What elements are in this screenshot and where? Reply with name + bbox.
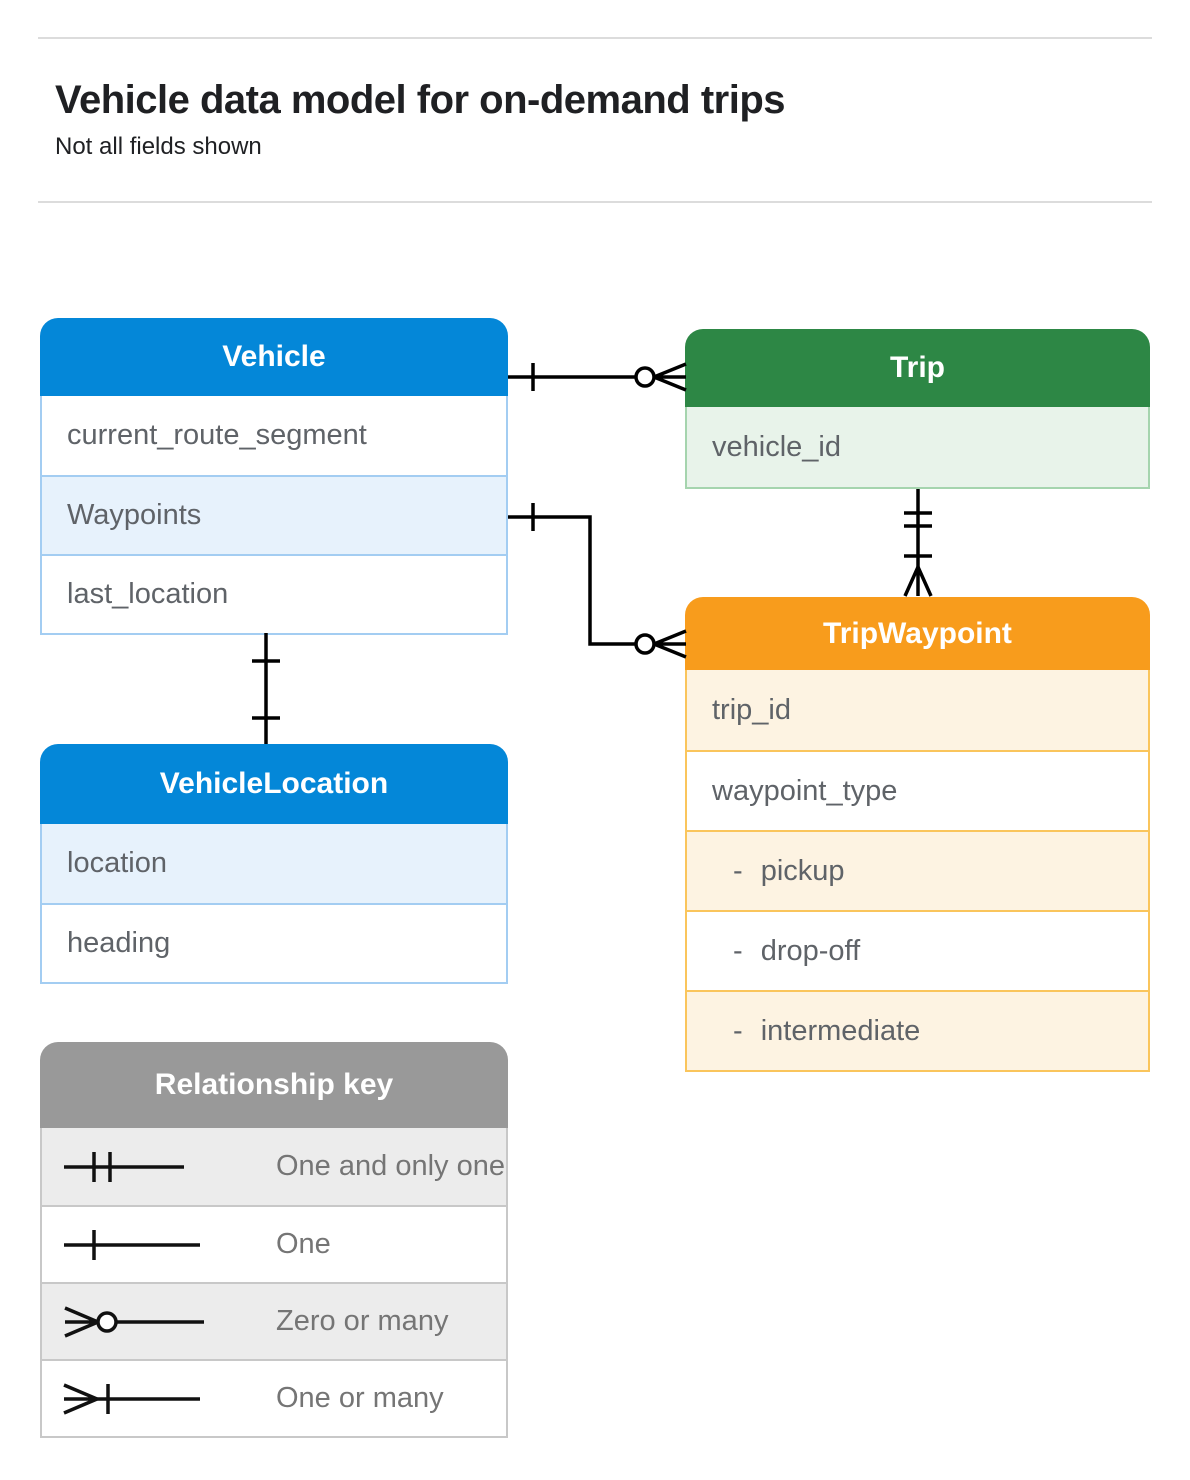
legend-row-one-or-many: One or many <box>42 1359 506 1436</box>
legend-label: Zero or many <box>276 1305 449 1337</box>
legend-label: One and only one <box>276 1150 505 1182</box>
relationship-key-body: One and only one One Zero or many <box>40 1128 508 1438</box>
trip-table-title: Trip <box>685 329 1150 407</box>
field-row-drop-off: - drop-off <box>687 910 1148 990</box>
trip-table-body: vehicle_id <box>685 407 1150 489</box>
field-row-waypoint-type: waypoint_type <box>687 750 1148 830</box>
connector-waypoints-tripwaypoint <box>508 503 687 659</box>
field-row-intermediate: - intermediate <box>687 990 1148 1070</box>
page-subtitle: Not all fields shown <box>55 133 262 160</box>
vehiclelocation-table-title: VehicleLocation <box>40 744 508 824</box>
field-row-pickup: - pickup <box>687 830 1148 910</box>
header-divider <box>38 201 1152 203</box>
field-row-trip-id: trip_id <box>687 670 1148 750</box>
entity-table-vehicle: Vehicle current_route_segment Waypoints … <box>40 318 508 635</box>
one-and-only-one-icon <box>64 1151 184 1182</box>
zero-or-many-icon <box>64 1305 204 1338</box>
one-icon <box>64 1229 200 1260</box>
entity-table-trip: Trip vehicle_id <box>685 329 1150 489</box>
top-divider <box>38 37 1152 39</box>
entity-table-vehiclelocation: VehicleLocation location heading <box>40 744 508 984</box>
field-row-current-route-segment: current_route_segment <box>67 419 367 451</box>
legend-row-one-and-only-one: One and only one <box>42 1128 506 1205</box>
field-row-waypoints: Waypoints <box>42 475 506 554</box>
legend-label: One <box>276 1228 331 1260</box>
field-row-vehicle-id: vehicle_id <box>687 407 1148 487</box>
field-row-location: location <box>42 824 506 903</box>
field-row-last-location: last_location <box>42 554 506 633</box>
field-row-heading: heading <box>42 903 506 982</box>
page-title: Vehicle data model for on-demand trips <box>55 78 786 122</box>
connector-trip-tripwaypoint <box>903 489 933 597</box>
connector-vehicle-vehiclelocation <box>252 633 280 744</box>
legend-row-zero-or-many: Zero or many <box>42 1282 506 1359</box>
entity-table-tripwaypoint: TripWaypoint trip_id waypoint_type - pic… <box>685 597 1150 1072</box>
one-or-many-icon <box>63 1382 200 1415</box>
relationship-key-title: Relationship key <box>40 1042 508 1128</box>
connector-vehicle-trip <box>508 362 687 392</box>
legend-row-one: One <box>42 1205 506 1282</box>
vehicle-table-body: current_route_segment Waypoints last_loc… <box>40 396 508 635</box>
tripwaypoint-table-body: trip_id waypoint_type - pickup - drop-of… <box>685 670 1150 1072</box>
relationship-key: Relationship key One and only one One <box>40 1042 508 1438</box>
tripwaypoint-table-title: TripWaypoint <box>685 597 1150 670</box>
vehiclelocation-table-body: location heading <box>40 824 508 984</box>
legend-label: One or many <box>276 1382 444 1414</box>
vehicle-table-title: Vehicle <box>40 318 508 396</box>
